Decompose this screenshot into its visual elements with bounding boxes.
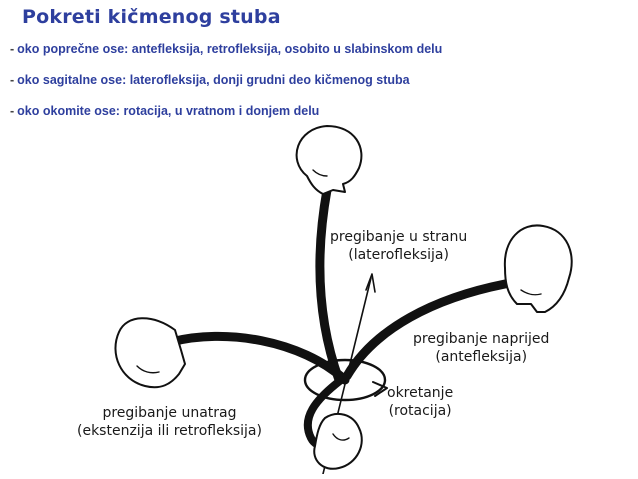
bullet-dash: - [10,42,15,56]
label-rotation-line1: okretanje [387,385,454,401]
bullet-item-sagittal: -oko sagitalne ose: laterofleksija, donj… [10,73,442,104]
skull-top [295,125,363,195]
spine-backward [166,331,350,385]
bullet-item-vertical: -oko okomite ose: rotacija, u vratnom i … [10,104,442,135]
label-lateral-line1: pregibanje u stranu [330,229,468,245]
label-anterior-line2: (antefleksija) [435,349,528,365]
bullet-text: oko poprečne ose: antefleksija, retrofle… [17,42,443,56]
label-anterior-flexion: pregibanje naprijed (antefleksija) [413,330,549,366]
label-rotation-line2: (rotacija) [388,403,452,419]
bullet-dash: - [10,104,15,118]
bullet-text: oko okomite ose: rotacija, u vratnom i d… [17,104,320,118]
spine-movements-figure: pregibanje u stranu (laterofleksija) pre… [75,118,575,474]
label-rotation: okretanje (rotacija) [387,384,453,420]
spine-upright [315,185,344,385]
spine-drawing [114,125,573,474]
label-lateral-line2: (laterofleksija) [348,247,449,263]
label-anterior-line1: pregibanje naprijed [413,331,550,347]
label-lateral-flexion: pregibanje u stranu (laterofleksija) [330,228,467,264]
label-posterior-flexion: pregibanje unatrag (ekstenzija ili retro… [77,404,262,440]
spine-forward [342,279,510,381]
page-title: Pokreti kičmenog stuba [22,6,281,28]
rotation-arrowhead [372,381,388,397]
bullet-dash: - [10,73,15,87]
pelvis [313,412,363,470]
label-posterior-line1: pregibanje unatrag [102,405,237,421]
skull-right [503,224,573,313]
skull-left [114,317,186,389]
bullet-text: oko sagitalne ose: laterofleksija, donji… [17,73,410,87]
rotation-ellipse [303,358,387,402]
bullet-item-transverse: -oko poprečne ose: antefleksija, retrofl… [10,42,442,73]
bullet-list: -oko poprečne ose: antefleksija, retrofl… [10,42,442,135]
label-posterior-line2: (ekstenzija ili retrofleksija) [77,423,262,439]
